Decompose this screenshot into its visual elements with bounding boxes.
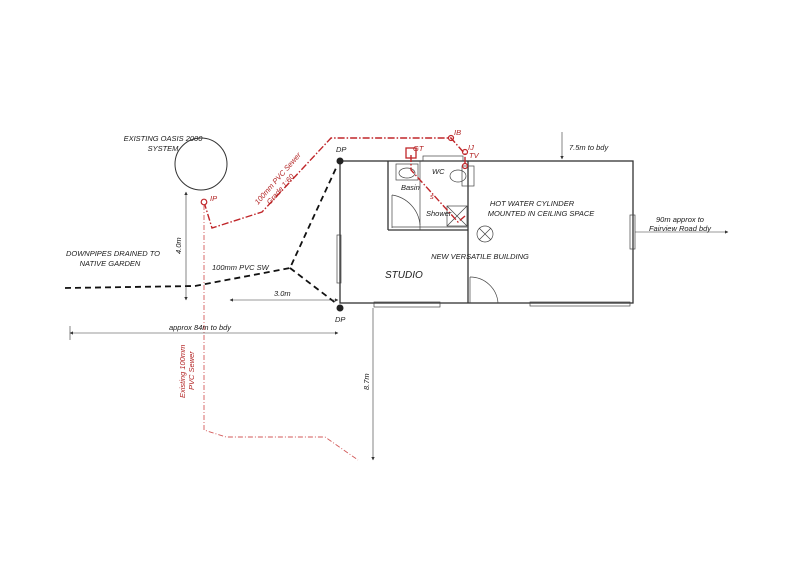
- dimension-lines: [69, 132, 729, 461]
- dim-90m-label-1: 90m approx to: [656, 215, 704, 224]
- dp-bottom-label: DP: [335, 315, 345, 324]
- dim-87m-label: 8.7m: [362, 373, 371, 390]
- basin-fixture: [395, 163, 419, 181]
- s-mark: s: [430, 192, 434, 201]
- building-outline: [336, 155, 636, 308]
- shower-label: Shower: [426, 209, 452, 218]
- basin-label: Basin: [401, 183, 420, 192]
- downpipe-bottom-marker: [336, 304, 344, 312]
- dim-3m-label: 3.0m: [274, 289, 291, 298]
- stormwater-line: [64, 165, 338, 305]
- ip-label: IP: [210, 194, 217, 203]
- oasis-tank-circle: [174, 137, 228, 191]
- downpipe-top-marker: [336, 157, 344, 165]
- sewer-line-new: [200, 134, 469, 229]
- studio-label: STUDIO: [385, 270, 423, 281]
- oasis-label-2: SYSTEM: [148, 144, 180, 153]
- gt-label: GT: [413, 144, 425, 153]
- tv-label: TV: [469, 151, 480, 160]
- shower-fixture: [446, 205, 468, 227]
- existing-sewer-label-2: PVC Sewer: [187, 351, 196, 390]
- downpipes-label-2: NATIVE GARDEN: [80, 259, 141, 268]
- hot-water-cylinder-symbol: [476, 225, 494, 243]
- wc-fixture: [449, 165, 475, 187]
- existing-sewer-line: [203, 205, 359, 461]
- hot-water-label-2: MOUNTED IN CEILING SPACE: [488, 209, 596, 218]
- pvc-sw-label: 100mm PVC SW: [212, 263, 270, 272]
- wc-label: WC: [432, 167, 445, 176]
- hot-water-label-1: HOT WATER CYLINDER: [490, 199, 575, 208]
- oasis-label-1: EXISTING OASIS 2000: [124, 134, 204, 143]
- ij-label: IJ: [468, 143, 474, 152]
- ib-label: IB: [454, 128, 461, 137]
- dim-90m-label-2: Fairview Road bdy: [649, 224, 712, 233]
- dim-84m-label: approx 84m to bdy: [169, 323, 232, 332]
- downpipes-label-1: DOWNPIPES DRAINED TO: [66, 249, 160, 258]
- dim-4m-label: 4.0m: [174, 237, 183, 254]
- dp-top-label: DP: [336, 145, 346, 154]
- new-building-label: NEW VERSATILE BUILDING: [431, 252, 529, 261]
- existing-sewer-label-1: Existing 100mm: [178, 345, 187, 398]
- dim-75m-label: 7.5m to bdy: [569, 143, 609, 152]
